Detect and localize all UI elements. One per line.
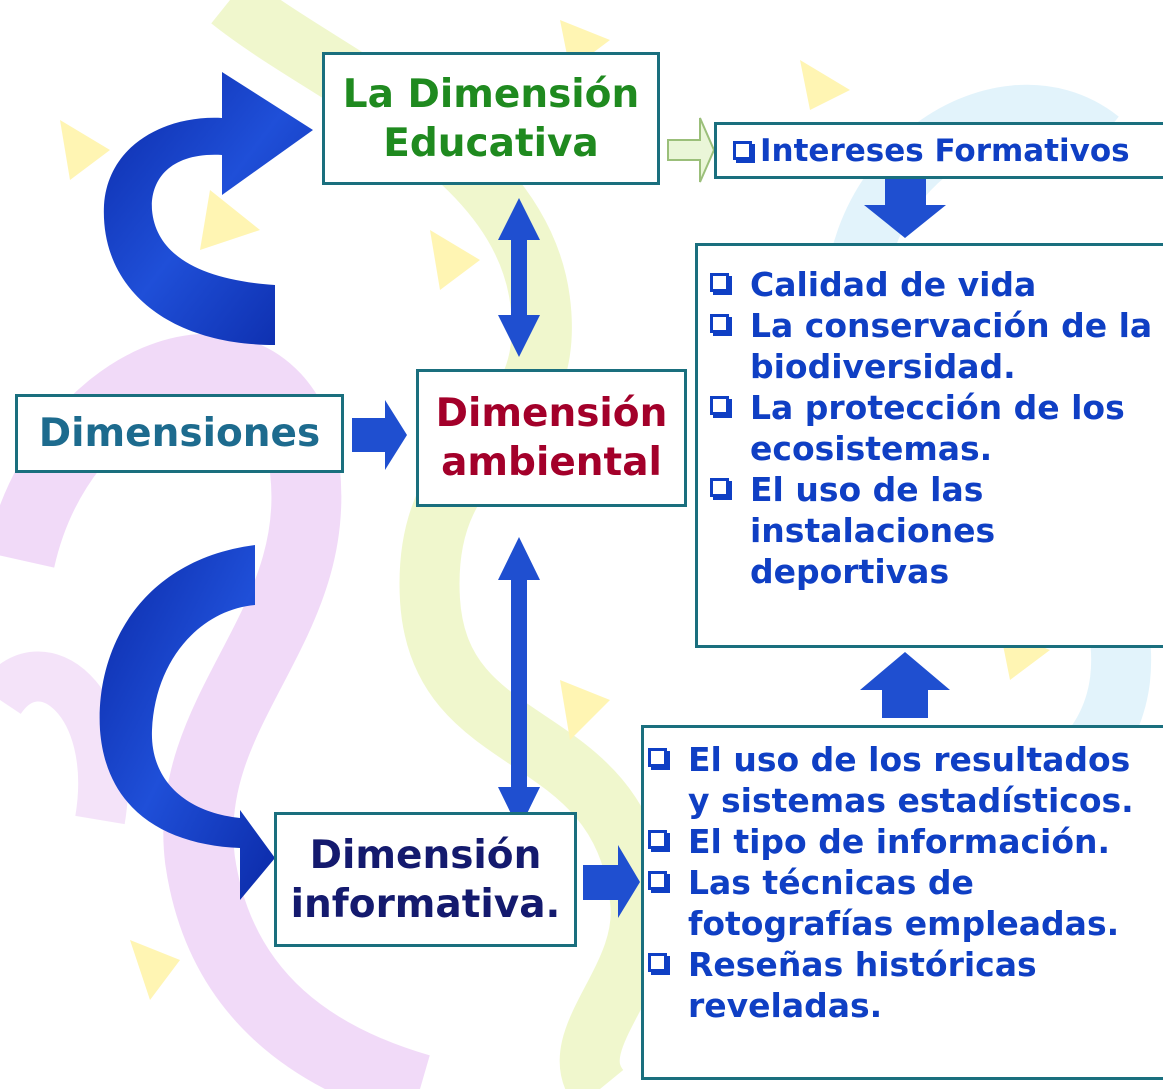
box-dimension-ambiental: Dimensión ambiental xyxy=(416,369,687,507)
checkbox-icon xyxy=(733,141,752,160)
checkbox-icon xyxy=(648,748,667,767)
dimensiones-label: Dimensiones xyxy=(38,411,321,456)
checkbox-icon xyxy=(710,396,729,415)
purple-swirl-left xyxy=(0,651,129,825)
arrow-up-informativa-list xyxy=(860,652,950,718)
box-dimension-educativa: La Dimensión Educativa xyxy=(322,52,660,185)
arrow-right-dimensiones xyxy=(352,400,407,470)
checkbox-icon xyxy=(710,478,729,497)
educativa-line2: Educativa xyxy=(383,120,599,166)
box-dimensiones: Dimensiones xyxy=(15,394,344,473)
checkbox-icon xyxy=(648,830,667,849)
arrow-down-intereses xyxy=(864,167,946,238)
box-informativa-list: El uso de los resultados y sistemas esta… xyxy=(641,725,1163,1080)
double-arrow-bottom xyxy=(498,537,540,830)
checkbox-icon xyxy=(710,273,729,292)
purple-swirl xyxy=(0,333,430,1089)
box-ambiental-list: Calidad de vida La conservación de la bi… xyxy=(695,243,1163,648)
arrow-right-educativa xyxy=(667,117,716,183)
list-item: El uso de los resultados y sistemas esta… xyxy=(640,739,1163,821)
list-item: El tipo de información. xyxy=(640,821,1163,862)
educativa-line1: La Dimensión xyxy=(342,71,640,117)
curved-arrow-top xyxy=(103,72,313,345)
checkbox-icon xyxy=(710,314,729,333)
curved-arrow-bottom xyxy=(99,545,275,900)
box-dimension-informativa: Dimensión informativa. xyxy=(274,812,577,947)
list-item: La conservación de la biodiversidad. xyxy=(702,305,1159,387)
checkbox-icon xyxy=(648,953,667,972)
yellow-triangle xyxy=(560,680,610,740)
yellow-triangle xyxy=(60,120,110,180)
arrow-right-informativa xyxy=(583,845,640,918)
yellow-triangle xyxy=(200,190,260,250)
ambiental-line2: ambiental xyxy=(441,440,662,485)
list-item: Las técnicas de fotografías empleadas. xyxy=(640,862,1163,944)
list-item: Reseñas históricas reveladas. xyxy=(640,944,1163,1026)
intereses-label: Intereses Formativos xyxy=(760,132,1130,169)
checkbox-icon xyxy=(648,871,667,890)
yellow-triangle xyxy=(130,940,180,1000)
list-item: Calidad de vida xyxy=(702,264,1159,305)
box-intereses-formativos: Intereses Formativos xyxy=(714,122,1163,179)
list-item: El uso de las instalaciones deportivas xyxy=(702,469,1159,592)
ambiental-line1: Dimensión xyxy=(435,391,668,436)
yellow-triangle xyxy=(800,60,850,110)
informativa-line2: informativa. xyxy=(290,881,561,927)
list-item: La protección de los ecosistemas. xyxy=(702,387,1159,469)
informativa-line1: Dimensión xyxy=(309,832,542,878)
double-arrow-top xyxy=(498,198,540,357)
yellow-triangle xyxy=(430,230,480,290)
